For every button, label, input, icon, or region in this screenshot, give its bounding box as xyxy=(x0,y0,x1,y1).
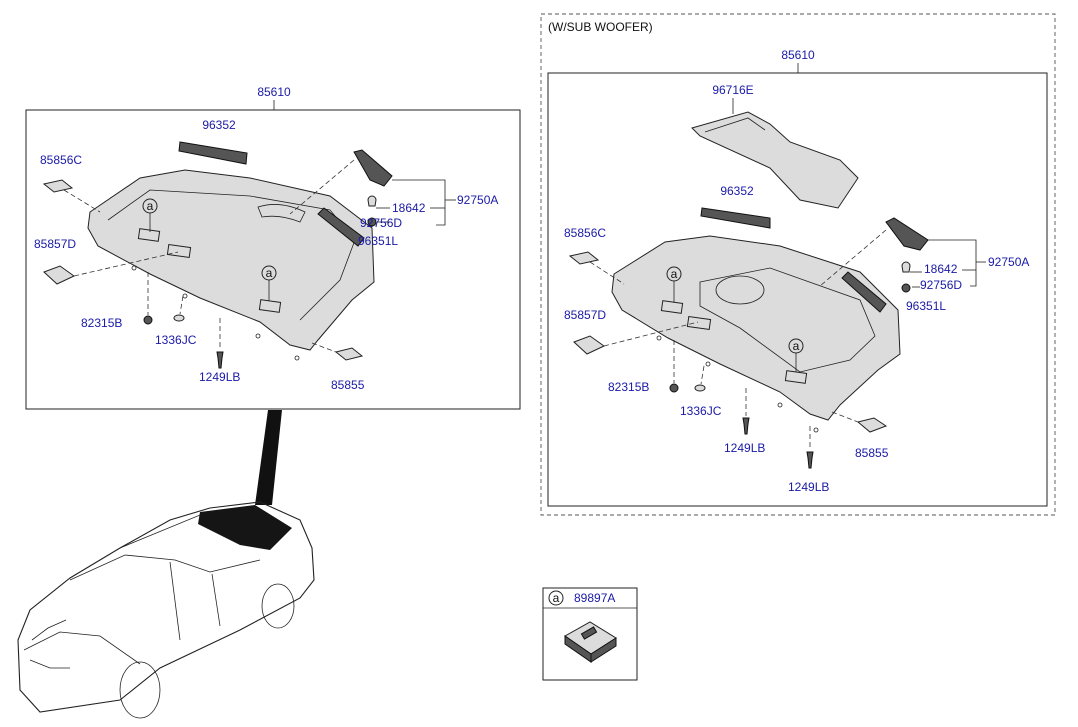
left-label-clip[interactable]: 82315B xyxy=(81,316,122,330)
legend-part-number[interactable]: 89897A xyxy=(574,591,615,605)
right-label-fastener[interactable]: 1336JC xyxy=(680,404,722,418)
right-assembly: (W/SUB WOOFER) 85610 96716E 96352 85856C xyxy=(540,13,1056,516)
right-fastener-part xyxy=(694,384,706,392)
right-screw-2-part xyxy=(806,451,814,469)
left-cover-part xyxy=(334,347,364,361)
left-grille-part xyxy=(178,141,248,165)
svg-text:a: a xyxy=(671,267,678,281)
leader-arrow xyxy=(255,410,282,505)
left-label-trim-c[interactable]: 85856C xyxy=(40,153,82,167)
right-label-socket[interactable]: 92756D xyxy=(920,278,962,292)
svg-text:a: a xyxy=(266,266,273,280)
svg-text:a: a xyxy=(793,339,800,353)
left-fastener-part xyxy=(173,314,185,322)
left-trim-d-part xyxy=(43,265,75,285)
right-assembly-frame xyxy=(547,72,1048,507)
right-label-trim-d[interactable]: 85857D xyxy=(564,308,606,322)
left-label-lamp[interactable]: 92750A xyxy=(457,193,498,207)
left-screw-part xyxy=(216,351,224,369)
right-label-lamp[interactable]: 92750A xyxy=(988,255,1029,269)
right-socket-part xyxy=(901,283,911,293)
right-label-screw-2[interactable]: 1249LB xyxy=(788,480,829,494)
right-label-speaker-grille[interactable]: 96351L xyxy=(906,299,946,313)
car-illustration xyxy=(17,410,315,719)
right-label-woofer-cover[interactable]: 96716E xyxy=(712,83,753,97)
left-assembly-number[interactable]: 85610 xyxy=(257,85,291,99)
right-label-bulb[interactable]: 18642 xyxy=(924,262,958,276)
left-assembly-frame xyxy=(25,109,521,410)
right-label-grille[interactable]: 96352 xyxy=(720,184,754,198)
left-assembly: 85610 96352 85856C 85857D a a xyxy=(25,85,521,410)
svg-text:a: a xyxy=(553,591,560,605)
left-label-socket[interactable]: 92756D xyxy=(360,216,402,230)
right-bulb-part xyxy=(901,261,911,273)
legend-callout-a xyxy=(548,590,564,606)
left-speaker-grille-part xyxy=(317,207,365,247)
left-label-cover[interactable]: 85855 xyxy=(331,378,365,392)
left-label-speaker-grille[interactable]: 96351L xyxy=(358,234,398,248)
right-speaker-grille-part xyxy=(841,271,887,313)
left-trim-c-part xyxy=(42,179,74,193)
right-screw-1-part xyxy=(742,417,750,435)
right-variant-frame xyxy=(540,13,1056,516)
left-label-screw[interactable]: 1249LB xyxy=(199,370,240,384)
right-variant-label: (W/SUB WOOFER) xyxy=(548,20,653,34)
legend-box: a 89897A xyxy=(542,587,638,681)
right-woofer-cover-part xyxy=(691,111,859,209)
right-label-trim-c[interactable]: 85856C xyxy=(564,226,606,240)
right-label-clip[interactable]: 82315B xyxy=(608,380,649,394)
left-label-bulb[interactable]: 18642 xyxy=(392,201,426,215)
right-cover-part xyxy=(856,417,888,433)
right-trim-c-part xyxy=(568,251,600,265)
right-assembly-number[interactable]: 85610 xyxy=(781,48,815,62)
left-label-grille[interactable]: 96352 xyxy=(202,118,236,132)
left-bulb-part xyxy=(367,195,377,207)
right-label-screw-1[interactable]: 1249LB xyxy=(724,441,765,455)
svg-text:a: a xyxy=(147,199,154,213)
right-lamp-part xyxy=(885,217,929,251)
left-package-tray xyxy=(87,169,375,361)
left-lamp-part xyxy=(353,149,393,187)
right-grille-part xyxy=(700,207,771,229)
left-label-trim-d[interactable]: 85857D xyxy=(34,237,76,251)
left-socket-part xyxy=(367,217,377,227)
left-clip-part xyxy=(143,315,153,325)
right-package-tray xyxy=(611,235,901,433)
highlighted-package-tray xyxy=(198,505,292,550)
right-label-cover[interactable]: 85855 xyxy=(855,446,889,460)
right-trim-d-part xyxy=(573,335,605,355)
left-label-fastener[interactable]: 1336JC xyxy=(155,333,197,347)
right-clip-part xyxy=(669,383,679,393)
